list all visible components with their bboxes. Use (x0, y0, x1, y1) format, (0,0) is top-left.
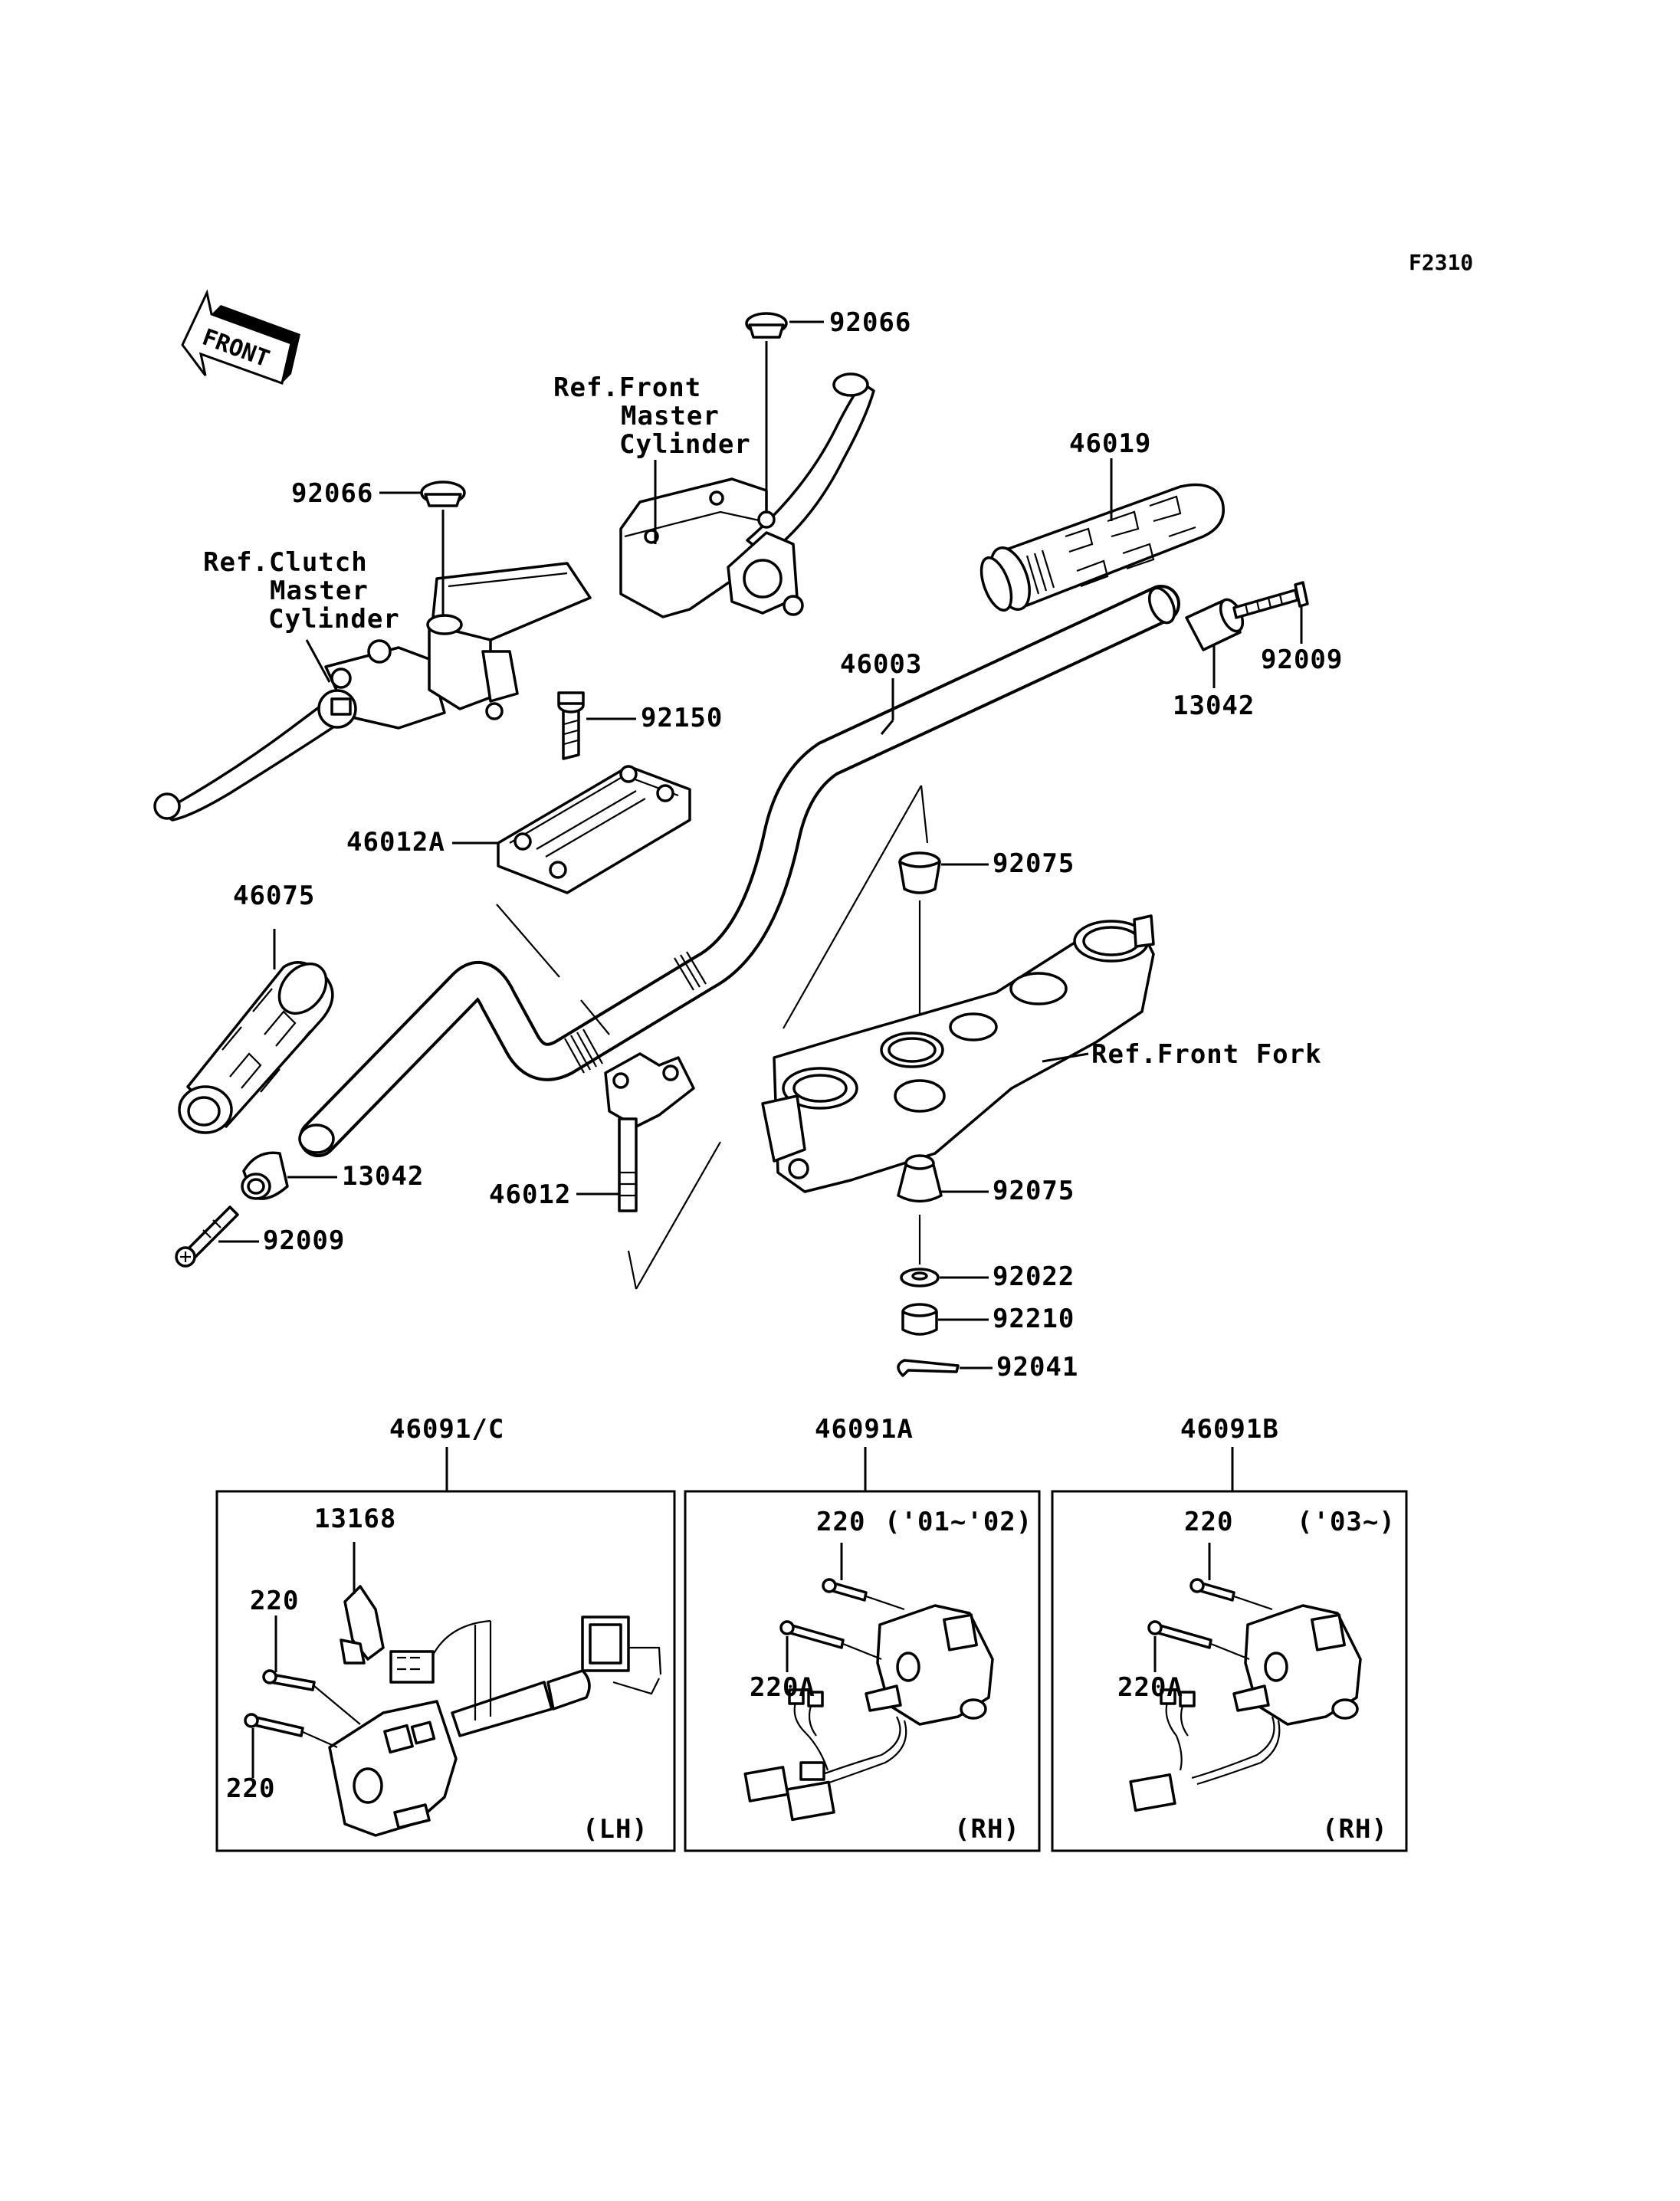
label-220-lh-lower: 220 (226, 1773, 275, 1804)
label-46075: 46075 (233, 881, 315, 911)
ref-front-master-label: Ref.Front Master Cylinder (553, 372, 751, 460)
label-lh-side: (LH) (582, 1814, 648, 1845)
label-46012A: 46012A (346, 827, 445, 858)
front-master-cylinder (619, 372, 875, 618)
assembly-line-3 (627, 1250, 638, 1290)
label-92066-top: 92066 (829, 307, 911, 338)
rh-b-screw-220A (1147, 1620, 1212, 1649)
bar-end-screw-right (1232, 581, 1309, 619)
assembly-line-4 (635, 1141, 721, 1290)
rh-a-screw-path-1 (865, 1595, 905, 1611)
bar-end-weight-left (241, 1151, 289, 1200)
label-220A-rh-b: 220A (1117, 1672, 1183, 1703)
left-grip (178, 961, 334, 1134)
handlebar-holder-lower (604, 1052, 695, 1212)
figure-code: F2310 (1409, 250, 1473, 275)
ref-clutch-master-label: Ref.Clutch Master Cylinder (203, 547, 400, 635)
upper-triple-clamp (761, 914, 1155, 1193)
bolt-92150 (557, 691, 585, 760)
label-rh-b-side: (RH) (1322, 1814, 1388, 1845)
label-46091A: 46091A (815, 1414, 914, 1445)
label-92009-right: 92009 (1261, 645, 1343, 675)
lh-screw-220-lower (244, 1713, 304, 1737)
handlebar-holder-upper (497, 765, 691, 894)
rh-b-screw-220 (1189, 1578, 1235, 1602)
lh-part-13168 (340, 1585, 385, 1665)
leader-46003 (880, 720, 894, 735)
rh-b-screw-path-2 (1210, 1642, 1250, 1661)
label-92210: 92210 (993, 1304, 1075, 1334)
label-46019: 46019 (1069, 428, 1151, 459)
switch-box-rh-b (1051, 1490, 1408, 1852)
label-92022: 92022 (993, 1261, 1075, 1292)
label-92066-left: 92066 (291, 478, 373, 509)
leader-ref-clutch (305, 639, 331, 683)
label-92150: 92150 (641, 703, 723, 733)
lh-screw-path-1 (313, 1685, 361, 1725)
label-years-a: ('01~'02) (884, 1507, 1032, 1537)
label-46091B: 46091B (1180, 1414, 1279, 1445)
clutch-master-cylinder (153, 562, 592, 822)
rh-b-switch-housing (1129, 1604, 1362, 1812)
leader-ref-front-fork (1042, 1052, 1089, 1063)
svg-text:Cylinder: Cylinder (619, 429, 751, 460)
svg-text:Ref.Front: Ref.Front (553, 372, 701, 403)
rh-a-switch-housing (743, 1604, 994, 1822)
rh-a-screw-220 (822, 1578, 868, 1602)
label-92009-left: 92009 (263, 1225, 345, 1256)
assembly-line-2 (580, 999, 610, 1035)
svg-text:Ref.Clutch: Ref.Clutch (203, 547, 368, 578)
rubber-damper-92075-upper (898, 851, 941, 894)
washer-92022 (900, 1268, 940, 1287)
assembly-line-1 (496, 904, 560, 978)
handlebar (298, 585, 1180, 1157)
label-46012: 46012 (489, 1179, 571, 1210)
fork-axis-top (920, 785, 929, 844)
switch-box-lh (215, 1490, 676, 1852)
nut-92210 (901, 1303, 938, 1336)
bar-end-screw-left (175, 1205, 239, 1268)
assembly-line-5 (783, 785, 922, 1029)
front-arrow-icon: FRONT (181, 289, 300, 385)
bar-end-weight-right (1185, 598, 1245, 651)
label-13042-right: 13042 (1173, 690, 1255, 721)
label-220-lh-upper: 220 (250, 1586, 299, 1616)
rubber-damper-92075-lower (897, 1154, 943, 1203)
lh-switch-housing (328, 1615, 662, 1837)
cotter-pin-92041 (897, 1359, 960, 1377)
svg-text:Cylinder: Cylinder (268, 604, 400, 635)
label-years-b: ('03~) (1297, 1507, 1396, 1537)
label-220-rh-a: 220 (816, 1507, 865, 1537)
label-92075-lower: 92075 (993, 1176, 1075, 1206)
rh-a-screw-220A (779, 1620, 845, 1649)
label-220A-rh-a: 220A (750, 1672, 815, 1703)
label-rh-a-side: (RH) (954, 1814, 1020, 1845)
right-grip (979, 483, 1225, 612)
label-92075-upper: 92075 (993, 848, 1075, 879)
cap-92066-left (420, 481, 466, 507)
lh-screw-path-2 (302, 1730, 338, 1749)
rh-b-screw-path-1 (1233, 1595, 1273, 1611)
svg-text:Master: Master (621, 401, 720, 431)
label-220-rh-b: 220 (1184, 1507, 1233, 1537)
switch-box-rh-a (684, 1490, 1041, 1852)
svg-text:Master: Master (270, 576, 369, 606)
label-92041: 92041 (996, 1352, 1078, 1383)
cap-92066-top (745, 312, 788, 339)
lh-screw-220-upper (262, 1669, 316, 1691)
rh-a-screw-path-2 (842, 1642, 882, 1661)
label-13042-left: 13042 (342, 1161, 424, 1192)
label-46003: 46003 (840, 649, 922, 680)
label-13168: 13168 (314, 1504, 396, 1534)
label-ref-front-fork: Ref.Front Fork (1091, 1039, 1322, 1070)
label-46091C: 46091/C (389, 1414, 504, 1445)
